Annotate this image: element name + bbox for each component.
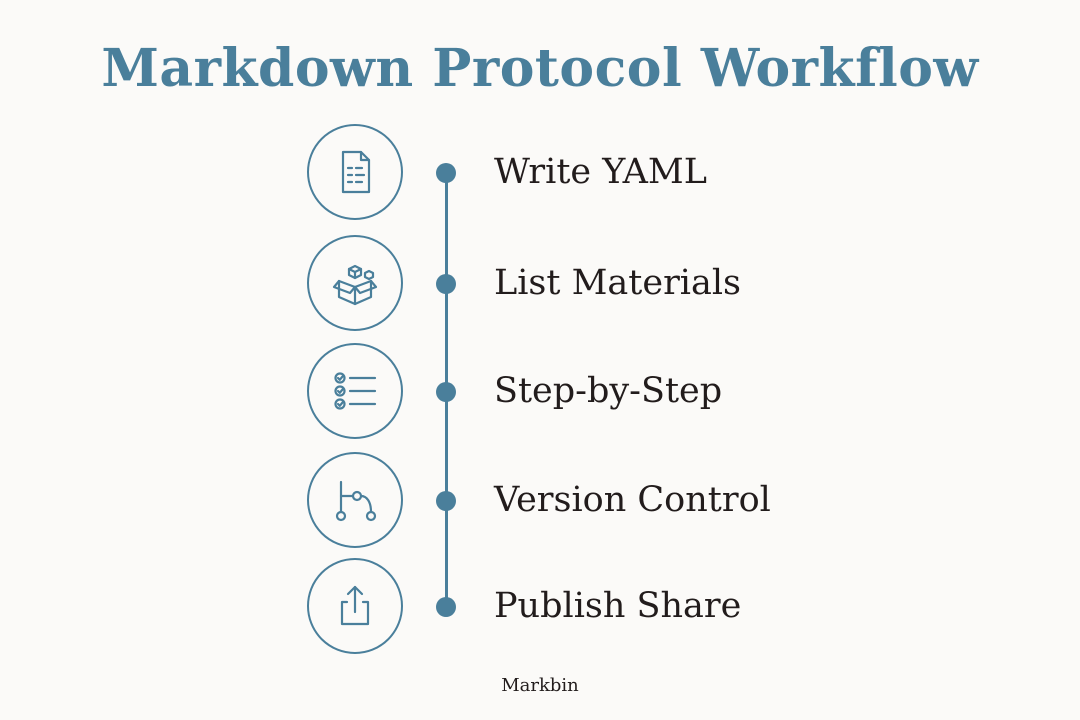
timeline-dot	[436, 274, 456, 294]
step-label: Version Control	[494, 480, 771, 520]
step-label: Publish Share	[494, 586, 742, 626]
workflow-step-version-control: Version Control	[0, 452, 1080, 552]
timeline-dot	[436, 163, 456, 183]
workflow-step-publish-share: Publish Share	[0, 558, 1080, 658]
checklist-icon	[307, 343, 403, 439]
brand-footer: Markbin	[501, 675, 579, 696]
timeline-dot	[436, 491, 456, 511]
page-title: Markdown Protocol Workflow	[101, 38, 979, 99]
step-label: List Materials	[494, 263, 742, 303]
timeline-dot	[436, 382, 456, 402]
timeline-dot	[436, 597, 456, 617]
step-label: Write YAML	[494, 152, 707, 192]
workflow-step-list-materials: List Materials	[0, 235, 1080, 335]
document-icon	[307, 124, 403, 220]
workflow-step-step-by-step: Step-by-Step	[0, 343, 1080, 443]
share-icon	[307, 558, 403, 654]
workflow-step-write-yaml: Write YAML	[0, 124, 1080, 224]
box-icon	[307, 235, 403, 331]
step-label: Step-by-Step	[494, 371, 723, 411]
branch-icon	[307, 452, 403, 548]
